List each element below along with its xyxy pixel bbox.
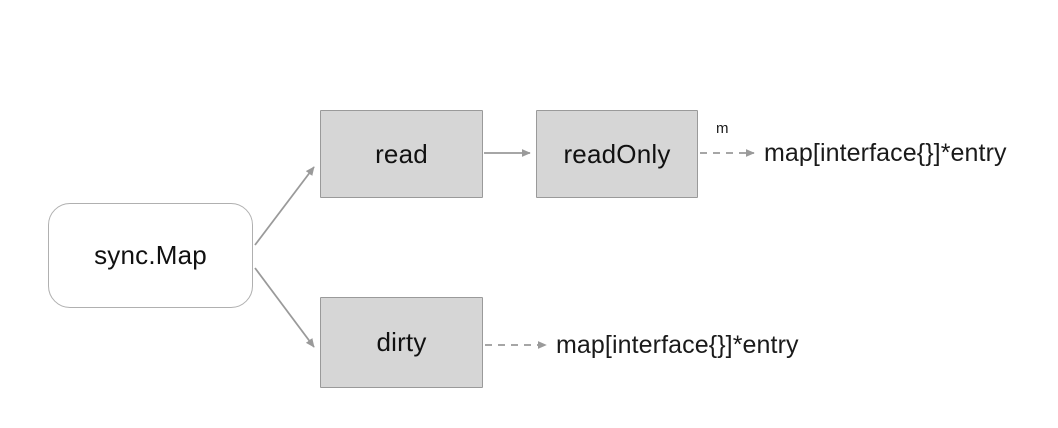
edge-label-readonly-field: m	[716, 120, 729, 137]
node-read-only-label: readOnly	[563, 138, 671, 169]
node-sync-map[interactable]: sync.Map	[48, 203, 253, 308]
node-sync-map-label: sync.Map	[94, 240, 207, 270]
node-read-only[interactable]: readOnly	[536, 110, 698, 198]
node-dirty-label: dirty	[376, 327, 427, 357]
node-read[interactable]: read	[320, 110, 483, 198]
edge-syncmap-to-read	[254, 166, 315, 246]
edge-syncmap-to-dirty	[254, 267, 315, 348]
node-dirty[interactable]: dirty	[320, 297, 483, 388]
label-map-type-bottom: map[interface{}]*entry	[556, 331, 799, 359]
node-read-label: read	[375, 138, 428, 169]
label-map-type-top: map[interface{}]*entry	[764, 139, 1007, 167]
